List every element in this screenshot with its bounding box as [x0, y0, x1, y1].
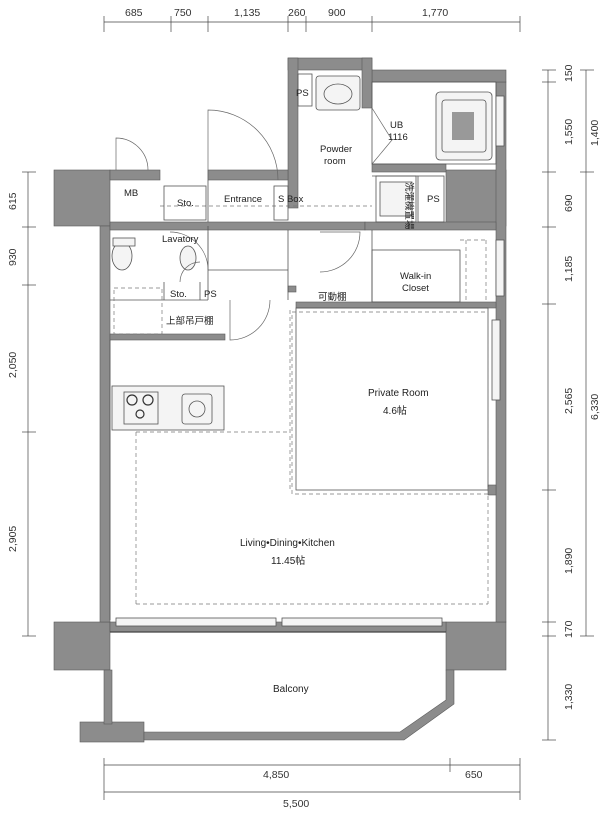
label-ps-lavatory: PS	[204, 289, 217, 300]
dim-right-150: 150	[563, 64, 575, 82]
bottom-dimension-chain: 4,850 650 5,500	[103, 758, 521, 810]
mb-door-swing[interactable]	[115, 137, 149, 171]
dim-bottom-5500: 5,500	[283, 798, 309, 810]
label-mb: MB	[124, 188, 138, 199]
column-bottom-right	[445, 621, 507, 671]
dim-left-2050: 2,050	[7, 352, 19, 378]
label-balcony: Balcony	[273, 684, 309, 695]
kitchen-sink	[181, 393, 213, 425]
label-ps-right: PS	[427, 194, 440, 205]
window-walkin	[495, 239, 505, 297]
walls	[53, 57, 507, 743]
label-sto-entrance: Sto.	[177, 198, 194, 209]
label-washer-area: 洗濯機置場	[403, 182, 415, 230]
dim-right-170: 170	[563, 620, 575, 638]
washer-door-swing[interactable]	[179, 261, 201, 283]
top-dimension-chain: 685 750 1,135 260 900 1,770	[103, 7, 521, 32]
window-ldk-left	[115, 617, 277, 627]
burner-2-icon	[142, 394, 154, 406]
left-dimension-chain: 615 930 2,050 2,905	[7, 171, 36, 637]
right-dimension-chain: 150 1,550 690 1,185 2,565 1,890 170 1,33…	[542, 64, 600, 741]
dim-right-1185: 1,185	[563, 256, 575, 282]
label-powder-1: Powder	[320, 144, 352, 155]
lavatory-door-swing[interactable]	[169, 231, 209, 271]
fixtures	[111, 75, 493, 425]
label-ps-top: PS	[296, 88, 309, 99]
label-entrance: Entrance	[224, 194, 262, 205]
dim-right-1890: 1,890	[563, 548, 575, 574]
label-private-room: Private Room	[368, 388, 429, 399]
dim-top-900: 900	[328, 7, 346, 19]
dim-right-outer-1400: 1,400	[589, 120, 600, 146]
label-lavatory: Lavatory	[162, 234, 199, 245]
dim-left-2905: 2,905	[7, 526, 19, 552]
window-ldk-right	[281, 617, 443, 627]
label-movable-shelf: 可動棚	[318, 291, 347, 303]
entrance-door-swing[interactable]	[207, 109, 279, 181]
dim-top-1770: 1,770	[422, 7, 448, 19]
label-ldk: Living•Dining•Kitchen	[240, 538, 335, 549]
label-powder-2: room	[324, 156, 346, 167]
dim-right-1550: 1,550	[563, 119, 575, 145]
vanity-unit	[379, 181, 413, 217]
dim-right-2565: 2,565	[563, 388, 575, 414]
dim-bottom-4850: 4,850	[263, 769, 289, 781]
bath-drain-mat	[452, 112, 474, 140]
dim-right-690: 690	[563, 194, 575, 212]
room-labels: Living•Dining•Kitchen 11.45帖 Private Roo…	[124, 88, 440, 695]
label-sto-lavatory: Sto.	[170, 289, 187, 300]
stove	[123, 391, 159, 425]
column-top-left	[53, 169, 111, 227]
burner-3-icon	[135, 409, 145, 419]
window-bath	[495, 95, 505, 147]
label-walkin-1: Walk-in	[400, 271, 431, 282]
powder-door-swing[interactable]	[371, 107, 393, 165]
dim-top-685: 685	[125, 7, 143, 19]
dim-left-615: 615	[7, 192, 19, 210]
dim-top-260: 260	[288, 7, 306, 19]
dim-right-outer-6330: 6,330	[589, 394, 600, 420]
label-s-box: S Box	[278, 194, 304, 205]
label-ub-2: 1116	[388, 132, 408, 143]
dim-bottom-650: 650	[465, 769, 483, 781]
label-walkin-2: Closet	[402, 283, 429, 294]
label-private-room-size: 4.6帖	[383, 404, 407, 417]
dim-top-750: 750	[174, 7, 192, 19]
burner-1-icon	[126, 394, 138, 406]
dim-left-930: 930	[7, 248, 19, 266]
bath-door-swing[interactable]	[319, 231, 361, 273]
doors	[115, 107, 393, 341]
label-upper-cabinet: 上部吊戸棚	[166, 315, 214, 327]
lavatory-sink	[179, 245, 197, 271]
window-private-room	[491, 319, 501, 401]
label-ldk-size: 11.45帖	[271, 554, 305, 567]
label-ub-1: UB	[390, 120, 403, 131]
windows	[115, 95, 505, 627]
column-bottom-left	[53, 621, 111, 671]
dim-right-1330: 1,330	[563, 684, 575, 710]
hall-door-swing[interactable]	[229, 299, 271, 341]
powder-sink	[315, 75, 361, 111]
dim-top-1135: 1,135	[234, 7, 260, 19]
